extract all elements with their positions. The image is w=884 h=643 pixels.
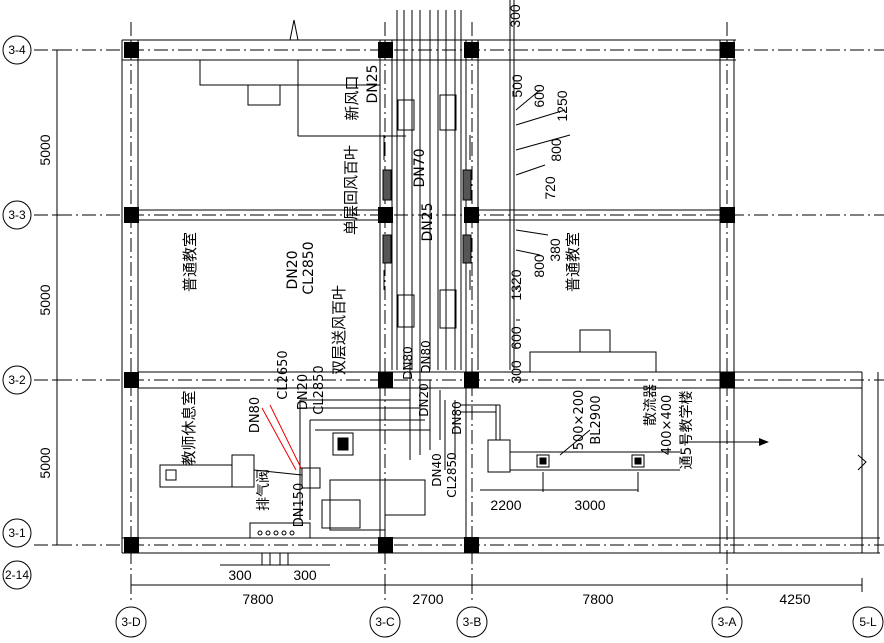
- rdim-600-b: 600: [508, 326, 524, 350]
- grid-bubbles: [2, 35, 884, 638]
- label-dn20-a: DN20: [285, 250, 301, 289]
- rdim-1320: 1320: [508, 269, 524, 300]
- left-dim-top: 5000: [37, 134, 53, 165]
- bottom-dim-300-a: 300: [228, 567, 252, 583]
- rdim-720: 720: [542, 176, 558, 200]
- red-leaders: [261, 404, 303, 471]
- structural-columns: [124, 42, 735, 553]
- grid-bubble-3-a: 3-A: [718, 615, 737, 629]
- rdim-300-b: 300: [508, 360, 524, 384]
- label-diffuser-size: 400×400: [660, 395, 675, 456]
- room-classroom-right: 普通教室: [564, 232, 582, 292]
- lower-piping: [159, 360, 456, 565]
- label-cl2850-a: CL2850: [301, 241, 317, 294]
- rdim-300-top: 300: [507, 4, 523, 28]
- rdim-600: 600: [531, 84, 547, 108]
- supply-duct-right: [460, 404, 769, 492]
- room-teacher-lounge: 教师休息室: [180, 390, 198, 465]
- left-dim-mid: 5000: [37, 284, 53, 315]
- grid-bubble-3-4: 3-4: [8, 43, 26, 57]
- grid-bubble-3-2: 3-2: [8, 373, 26, 387]
- label-dn80-b: DN80: [401, 346, 415, 380]
- label-dn80-c: DN80: [450, 401, 464, 435]
- label-dn25-top: DN25: [365, 64, 381, 103]
- label-cl2850-b: CL2850: [312, 365, 327, 414]
- dimension-lines: [52, 49, 863, 592]
- grid-bubble-3-d: 3-D: [121, 615, 141, 629]
- label-dn40: DN40: [430, 453, 444, 487]
- rdim-800-a: 800: [548, 138, 564, 162]
- label-dn70: DN70: [412, 148, 428, 187]
- label-diffuser: 散流器: [643, 384, 659, 426]
- label-dn20-b: DN20: [296, 374, 311, 410]
- bottom-dim-7800-left: 7800: [242, 591, 273, 607]
- bottom-dim-2700: 2700: [412, 591, 443, 607]
- grid-lines: [34, 22, 884, 600]
- label-dn80-left: DN80: [248, 397, 263, 433]
- walls: [121, 19, 880, 554]
- bottom-dim-300-b: 300: [293, 567, 317, 583]
- bottom-dim-4250: 4250: [779, 591, 810, 607]
- rdim-500: 500: [509, 74, 525, 98]
- grid-bubble-3-b: 3-B: [463, 615, 482, 629]
- label-dn20-c: DN20: [417, 383, 431, 417]
- grid-bubble-3-1: 3-1: [8, 526, 26, 540]
- label-to-building-5: 通5号教学楼: [679, 391, 695, 470]
- rdim-800-b: 800: [531, 254, 547, 278]
- label-dn150: DN150: [292, 483, 307, 528]
- rdim-1250: 1250: [554, 90, 570, 121]
- label-single-return-louver: 单层回风百叶: [342, 145, 360, 235]
- bottom-dim-7800-right: 7800: [582, 591, 613, 607]
- grid-bubble-3-c: 3-C: [375, 615, 395, 629]
- grid-bubble-5-l: 5-L: [859, 615, 877, 629]
- grid-bubble-2-14: 2-14: [5, 568, 29, 582]
- label-dn25-mid: DN25: [420, 202, 436, 241]
- label-double-supply-louver: 双层送风百叶: [330, 285, 348, 375]
- label-cl2650: CL2650: [276, 350, 291, 399]
- rdim-380: 380: [547, 238, 563, 262]
- label-cl2850-c: CL2850: [445, 452, 459, 498]
- label-duct-500x200: 500×200: [572, 390, 587, 451]
- label-exhaust-valve: 排气阀: [256, 469, 272, 511]
- room-classroom-left: 普通教室: [181, 232, 199, 292]
- right-dim-leaders: [515, 89, 571, 321]
- left-dim-bottom: 5000: [37, 447, 53, 478]
- corridor-ducts: [199, 0, 657, 373]
- label-fresh-air-inlet: 新风口: [343, 75, 361, 120]
- label-dn80-a: DN80: [419, 340, 433, 374]
- grid-bubble-3-3: 3-3: [8, 208, 26, 222]
- label-dim-3000: 3000: [574, 497, 605, 513]
- label-dim-2200: 2200: [490, 497, 521, 513]
- label-bl2900: BL2900: [589, 395, 604, 444]
